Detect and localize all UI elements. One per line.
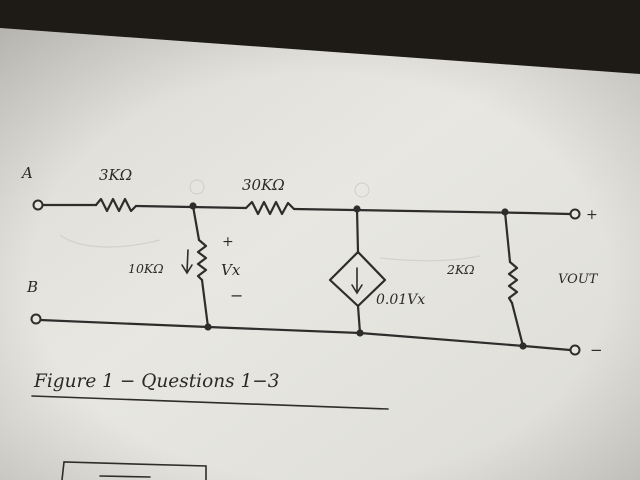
resistor-3k-zigzag [94,197,138,213]
vout-label: VOUT [558,272,599,287]
label-r-30k: 30KΩ [242,176,285,194]
vout-minus-sign: − [590,341,603,359]
terminal-a [32,199,44,211]
paper-vignette [0,28,640,480]
bottom-box [61,461,207,480]
junction-out-bottom [519,342,527,350]
output-top-lead [526,211,572,216]
junction-node-1-top [189,202,197,210]
vx-plus-sign: + [222,234,234,250]
caption-underline [31,395,389,410]
terminal-out-plus [569,208,581,220]
resistor-2k [503,210,525,348]
bleed-through-marks [59,179,481,262]
junction-node-2-top [353,205,361,213]
junction-out-top [501,208,509,216]
vx-minus-sign: − [230,286,243,305]
junction-node-2-bottom [356,329,364,337]
node-label-b: B [26,278,38,296]
vout-plus-sign: + [586,207,598,223]
junction-node-1-bottom [204,323,212,331]
terminal-b [30,313,42,325]
source-expression: 0.01Vx [376,292,425,308]
vx-label: Vx [221,261,241,279]
terminal-out-minus [569,344,581,356]
current-arrow-icon [181,249,193,275]
label-r-2k: 2KΩ [446,262,475,277]
label-r-10k: 10KΩ [128,261,164,276]
resistor-10k [191,204,210,329]
dependent-source [328,207,387,335]
node-label-a: A [20,164,33,182]
figure-caption: Figure 1 − Questions 1−3 [33,371,280,392]
resistor-30k-zigzag [244,200,296,216]
label-r-3k: 3KΩ [99,166,132,184]
